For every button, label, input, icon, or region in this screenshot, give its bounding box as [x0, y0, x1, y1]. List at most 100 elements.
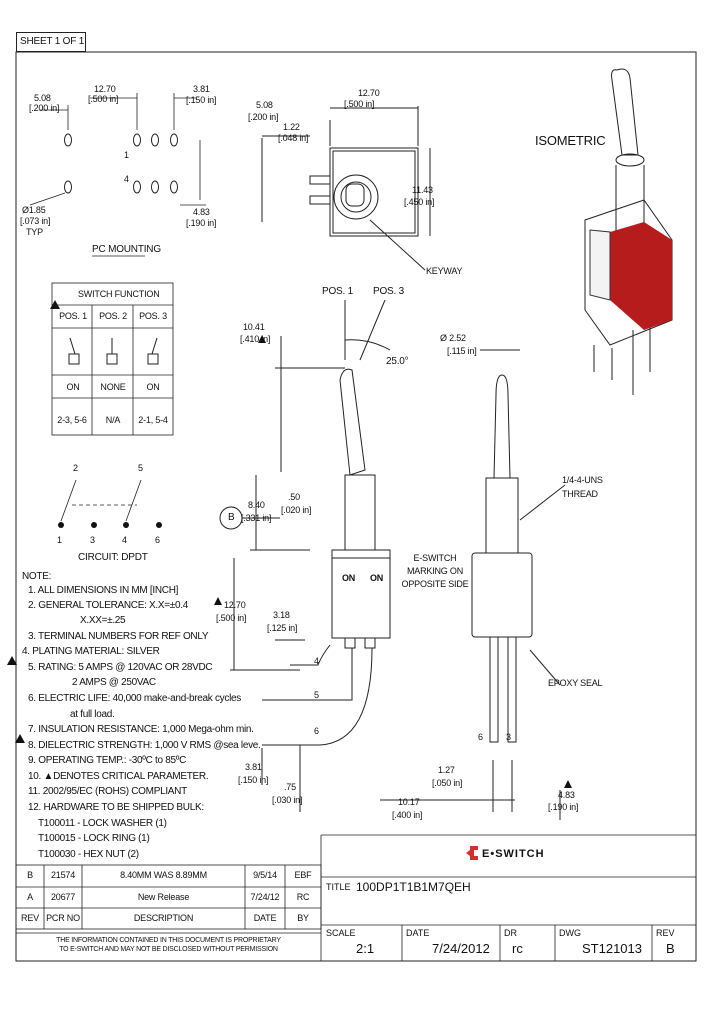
side-dim-midb: [.331 in] [241, 513, 272, 523]
isometric-label: ISOMETRIC [535, 133, 606, 148]
front-view-body [261, 106, 431, 271]
rev-header-date: DATE [253, 913, 277, 923]
side-dim-50: .50 [288, 492, 300, 502]
rev-row-b-desc: 8.40MM WAS 8.89MM [120, 870, 207, 880]
note-line: T100011 - LOCK WASHER (1) [38, 818, 167, 829]
dwg-label: DWG [559, 928, 581, 938]
front-dim-cb: [.048 in] [278, 133, 309, 143]
rev-header-by: BY [297, 913, 309, 923]
isometric-red-body [589, 222, 672, 330]
right-term-3: 3 [506, 732, 511, 742]
disclaimer: THE INFORMATION CONTAINED IN THIS DOCUME… [56, 937, 281, 953]
side-term-4: 4 [314, 656, 319, 666]
side-dim-318: 3.18 [273, 610, 290, 620]
note-line: 12. HARDWARE TO BE SHIPPED BULK: [28, 802, 204, 813]
right-view [380, 349, 566, 820]
side-dim-381: 3.81 [245, 762, 262, 772]
side-dim-75b: [.030 in] [272, 795, 303, 805]
front-dim-db: [.450 in] [404, 197, 435, 207]
note-line: 10. ▲DENOTES CRITICAL PARAMETER. [28, 771, 209, 782]
note-line: T100015 - LOCK RING (1) [38, 833, 150, 844]
side-dim-top: 10.41 [243, 322, 265, 332]
side-term-6: 6 [314, 726, 319, 736]
pc-pin-label-1: 1 [124, 150, 129, 160]
note-line: 6. ELECTRIC LIFE: 40,000 make-and-break … [28, 693, 241, 704]
title-label: TITLE [326, 882, 351, 892]
dr-value: rc [512, 941, 523, 956]
rev-value: B [666, 941, 675, 956]
sheet-label: SHEET 1 OF 1 [20, 36, 85, 47]
critical-marks [7, 300, 572, 788]
side-dim-75: .75 [284, 782, 296, 792]
rev-row-a-date: 7/24/12 [250, 892, 280, 902]
side-dim-body: 12.70 [224, 600, 246, 610]
switch-function-table [51, 282, 174, 436]
right-dim-1017: 10.17 [398, 797, 420, 807]
sf-conn-pos2: N/A [105, 415, 121, 425]
rev-header-pcr: PCR NO [46, 913, 80, 923]
rev-label: REV [656, 928, 675, 938]
pc-dim-d3b: [.150 in] [186, 95, 217, 105]
note-line: 8. DIELECTRIC STRENGTH: 1,000 V RMS @sea… [28, 740, 261, 751]
sf-state-pos2: NONE [100, 382, 126, 392]
note-line: X.XX=±.25 [80, 615, 126, 626]
note-line: 2 AMPS @ 250VAC [72, 677, 156, 688]
side-dim-topb: [.410 in] [240, 334, 271, 344]
sf-header-pos2: POS. 2 [99, 311, 127, 321]
scale-label: SCALE [326, 928, 356, 938]
keyway-label: KEYWAY [426, 266, 463, 276]
rev-header-rev: REV [21, 913, 39, 923]
note-line: 11. 2002/95/EC (ROHS) COMPLIANT [28, 786, 187, 797]
side-pos1-label: POS. 1 [322, 286, 354, 297]
circuit-label-4: 4 [122, 535, 127, 545]
rev-row-a-by: RC [296, 892, 310, 902]
circuit-label-5: 5 [138, 463, 143, 473]
title-block-grid [15, 834, 696, 961]
circuit-terminal-dots [58, 522, 162, 528]
dwg-value: ST121013 [582, 941, 642, 956]
right-dim-127b: [.050 in] [432, 778, 463, 788]
right-dim-dia: Ø 2.52 [440, 333, 466, 343]
front-dim-d: 11.43 [412, 185, 433, 195]
front-dim-b: 5.08 [256, 100, 273, 110]
pc-dim-d4c: TYP [26, 227, 43, 237]
note-line: 5. RATING: 5 AMPS @ 120VAC OR 28VDC [28, 662, 213, 673]
right-dim-127: 1.27 [438, 765, 455, 775]
right-dim-diab: [.115 in] [447, 346, 477, 356]
pc-dim-d2: 12.70 [94, 84, 116, 94]
note-line: 1. ALL DIMENSIONS IN MM [INCH] [28, 585, 179, 596]
notes-title: NOTE: [22, 571, 52, 582]
note-line: 4. PLATING MATERIAL: SILVER [22, 646, 160, 657]
pc-pin-label-4: 4 [124, 174, 129, 184]
sf-state-pos3: ON [146, 382, 160, 392]
note-line: T100030 - HEX NUT (2) [38, 849, 139, 860]
note-line: at full load. [70, 709, 115, 720]
sf-conn-pos1: 2-3, 5-6 [57, 415, 87, 425]
side-dim-bodyb: [.500 in] [216, 613, 247, 623]
side-on2-label: ON [370, 573, 384, 583]
circuit-label-6: 6 [155, 535, 160, 545]
side-dim-318b: [.125 in] [267, 623, 298, 633]
sf-toggle-pos2-icon [106, 334, 118, 366]
circuit-caption: CIRCUIT: DPDT [78, 552, 148, 563]
side-angle-label: 25.0° [386, 356, 409, 367]
epoxy-label: EPOXY SEAL [548, 678, 603, 688]
note-line: 3. TERMINAL NUMBERS FOR REF ONLY [28, 631, 209, 642]
front-dim-a: 12.70 [358, 88, 380, 98]
rev-row-b-rev: B [27, 870, 33, 880]
sf-toggle-pos1-icon [68, 334, 80, 366]
pc-mounting-caption: PC MOUNTING [92, 244, 161, 255]
sf-state-pos1: ON [66, 382, 80, 392]
marking-label: E-SWITCH MARKING ON OPPOSITE SIDE [401, 553, 469, 589]
side-dim-381b: [.150 in] [238, 775, 269, 785]
rev-row-a-pcr: 20677 [50, 892, 76, 902]
rev-row-b-by: EBF [294, 870, 312, 880]
scale-value: 2:1 [356, 941, 375, 956]
brand-logo [466, 846, 478, 860]
side-view [219, 299, 391, 812]
rev-row-a-rev: A [27, 892, 33, 902]
front-dim-ab: [.500 in] [344, 99, 375, 109]
circuit-diagram [60, 479, 142, 522]
thread-label: 1/4-4-UNS THREAD [562, 475, 603, 499]
